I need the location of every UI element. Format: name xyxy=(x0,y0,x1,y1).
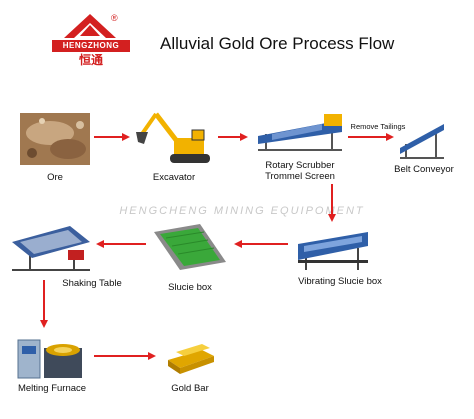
registered-mark: ® xyxy=(111,13,118,23)
company-logo-mark xyxy=(64,14,116,38)
gold-bar-label: Gold Bar xyxy=(171,383,209,394)
belt-conveyor-image xyxy=(400,124,444,159)
excavator-image xyxy=(136,112,210,163)
melting-furnace-image xyxy=(17,339,82,379)
diagram-title: Alluvial Gold Ore Process Flow xyxy=(160,34,395,53)
sluice-box-label: Slucie box xyxy=(168,282,212,293)
remove-tailings-label: Remove Tailings xyxy=(350,122,406,131)
trommel-label-line1: Rotary Scrubber xyxy=(265,160,335,171)
logo-text: HENGZHONG xyxy=(62,41,120,50)
sluice-box-image xyxy=(154,224,226,270)
melting-furnace-label: Melting Furnace xyxy=(17,383,87,394)
ore-image xyxy=(20,113,90,165)
shaking-table-label: Shaking Table xyxy=(62,278,122,289)
ore-label: Ore xyxy=(47,172,63,183)
watermark: HENGCHENG MINING EQUIPOMENT xyxy=(119,205,365,217)
vibrating-sluice-box-label: Vibrating Slucie box xyxy=(298,276,382,287)
logo-chinese-text: 恒通 xyxy=(78,53,103,67)
belt-conveyor-label: Belt Conveyor xyxy=(394,164,454,175)
trommel-label-line2: Trommel Screen xyxy=(265,171,335,182)
vibrating-sluice-box-image xyxy=(298,232,368,270)
logo-banner xyxy=(52,40,130,52)
gold-bar-image xyxy=(168,344,214,374)
shaking-table-image xyxy=(12,226,90,271)
excavator-label: Excavator xyxy=(152,172,196,183)
trommel-screen-image xyxy=(258,114,342,151)
